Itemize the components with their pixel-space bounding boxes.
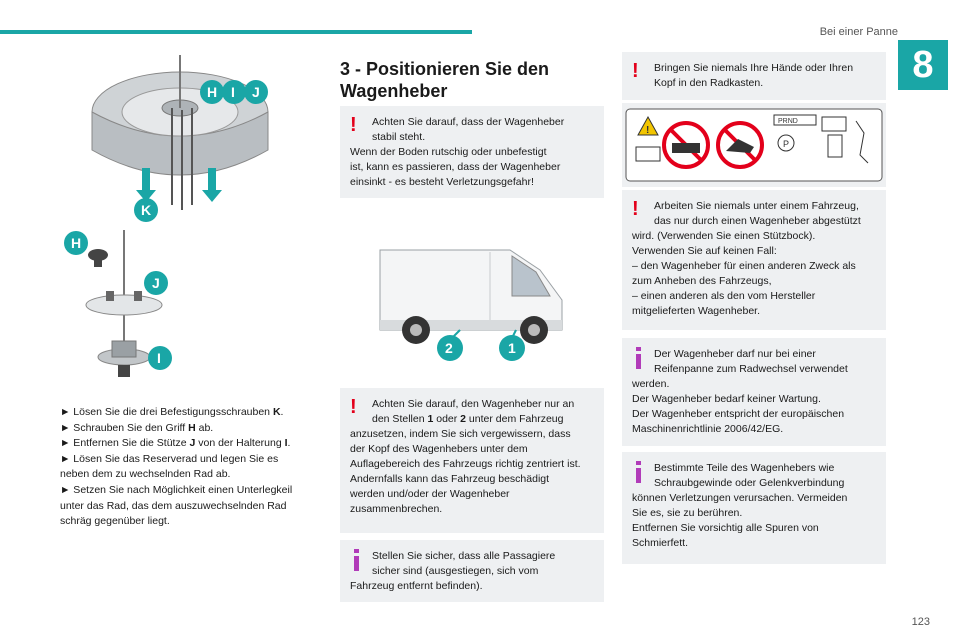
jack-point-2-label: 2 xyxy=(445,340,453,356)
step-5: ► Setzen Sie nach Möglichkeit einen Unte… xyxy=(60,483,293,496)
jack-label-h: H xyxy=(71,235,81,251)
step-5-cont2: schräg gegenüber liegt. xyxy=(60,515,170,528)
step-4: ► Lösen Sie das Reserverad und legen Sie… xyxy=(60,452,279,465)
gear-selector-text: PRND xyxy=(778,118,798,125)
section-title: Bei einer Panne xyxy=(819,26,898,38)
step-2: ► Schrauben Sie den Griff H ab. xyxy=(60,421,214,434)
wheel-label-h: H xyxy=(207,84,217,100)
section-heading: 3 - Positionieren Sie den Wagenheber xyxy=(340,59,550,101)
page-number: 123 xyxy=(911,616,930,628)
warning-box-jack-points: ! Achten Sie darauf, den Wagenheber nur … xyxy=(340,388,604,533)
jack-support-illustration: H J I xyxy=(64,230,172,377)
warning-icon: ! xyxy=(350,114,357,136)
chapter-number-badge: 8 xyxy=(898,40,948,90)
info-icon xyxy=(636,461,641,483)
wheel-label-j: J xyxy=(252,84,260,100)
header-accent-bar xyxy=(0,30,472,34)
wheel-label-i: I xyxy=(231,84,235,100)
step-3: ► Entfernen Sie die Stütze J von der Hal… xyxy=(60,437,291,450)
instruction-steps: ► Lösen Sie die drei Befestigungsschraub… xyxy=(60,405,322,530)
jack-point-1-label: 1 xyxy=(508,340,516,356)
info-icon xyxy=(636,347,641,369)
van-jack-points-illustration: 2 1 xyxy=(379,249,563,361)
step-5-cont: unter das Rad, das dem auszuwechselnden … xyxy=(60,499,287,512)
wheel-label-k: K xyxy=(141,202,151,218)
warning-icon: ! xyxy=(632,60,639,82)
warning-box-under-vehicle: ! Arbeiten Sie niemals unter einem Fahrz… xyxy=(622,190,886,330)
step-4-cont: neben dem zu wechselnden Rad ab. xyxy=(60,468,231,481)
info-box-jack-parts: Bestimmte Teile des Wagenhebers wie Schr… xyxy=(622,452,886,564)
warning-box-stability: ! Achten Sie darauf, dass der Wagenheber… xyxy=(340,106,604,198)
svg-text:P: P xyxy=(783,139,789,149)
safety-pictograms: ! PRND P xyxy=(622,103,886,187)
info-box-jack-use: Der Wagenheber darf nur bei einer Reifen… xyxy=(622,338,886,446)
warning-icon: ! xyxy=(350,396,357,418)
jack-label-i: I xyxy=(157,350,161,366)
warning-icon: ! xyxy=(632,198,639,220)
svg-text:!: ! xyxy=(646,125,649,136)
step-1: ► Lösen Sie die drei Befestigungsschraub… xyxy=(60,406,284,418)
info-icon xyxy=(354,549,359,571)
info-box-passengers: Stellen Sie sicher, dass alle Passagiere… xyxy=(340,540,604,602)
jack-label-j: J xyxy=(152,275,160,291)
warning-box-wheel-arch: ! Bringen Sie niemals Ihre Hände oder Ih… xyxy=(622,52,886,100)
spare-wheel-illustration: H I J K xyxy=(91,55,269,222)
